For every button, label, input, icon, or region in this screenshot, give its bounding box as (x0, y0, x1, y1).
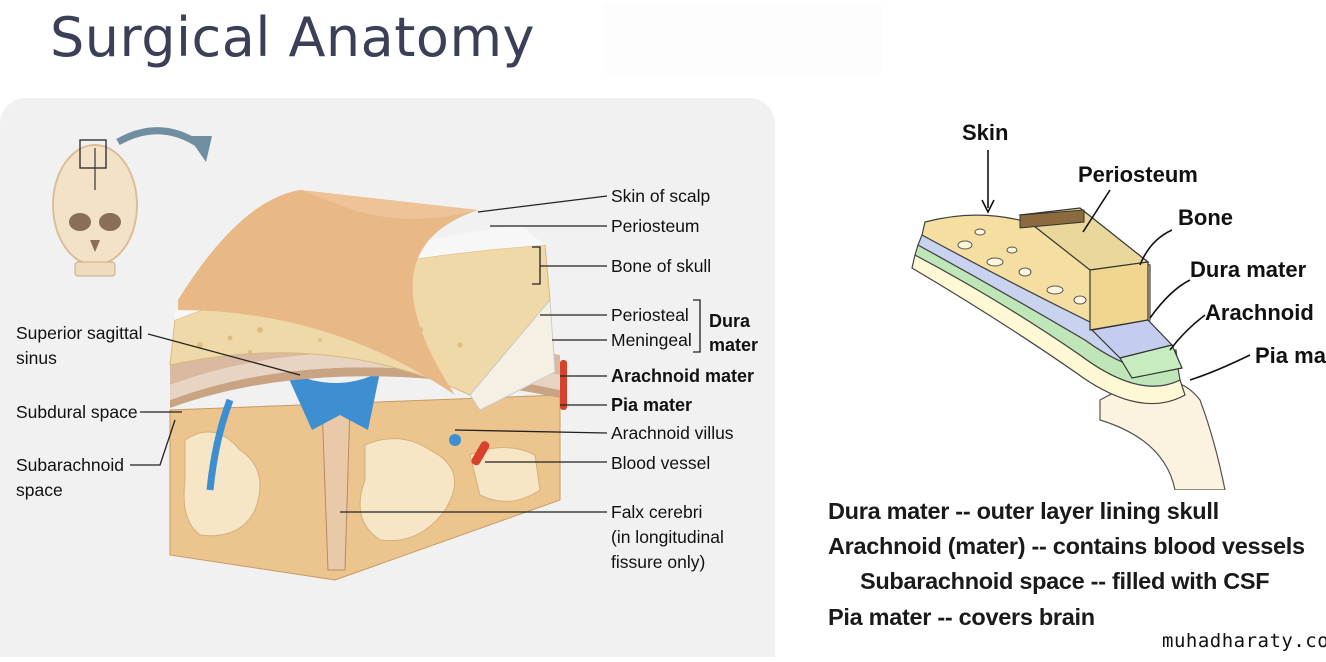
label-falx-cerebri: Falx cerebri (611, 502, 702, 522)
periosteum-layer (175, 225, 545, 320)
caption-arachnoid: Arachnoid (mater) -- contains blood vess… (828, 533, 1305, 559)
label-periosteal: Periosteal (611, 305, 689, 325)
meninges-diagram: Skin of scalp Periosteum Bone of skull P… (16, 127, 758, 581)
label-skin: Skin (962, 120, 1008, 145)
label-arachnoid-mater: Arachnoid mater (611, 366, 754, 386)
caption-pia: Pia mater -- covers brain (828, 604, 1095, 630)
label-skin-of-scalp: Skin of scalp (611, 186, 710, 206)
label-blood-vessel: Blood vessel (611, 453, 710, 473)
skull-icon (52, 139, 138, 277)
label-subarachnoid: Subarachnoid (16, 455, 124, 475)
label-periosteum: Periosteum (611, 216, 700, 236)
meninges-figure-panel: Skin of scalp Periosteum Bone of skull P… (0, 98, 775, 657)
arrow-icon (116, 127, 202, 148)
scalp-layer (178, 190, 478, 395)
label-pia-mater: Pia mater (611, 395, 692, 415)
label-mater: mater (709, 335, 758, 355)
layer-block-side (1089, 261, 1149, 331)
label-arachnoid: Arachnoid (1205, 300, 1314, 325)
blank-overlay (604, 4, 882, 74)
label-dura: Dura (709, 311, 751, 331)
label-meningeal: Meningeal (611, 330, 692, 350)
label-superior-sagittal: Superior sagittal (16, 323, 142, 343)
label-falx-line2: (in longitudinal (611, 527, 724, 547)
label-arachnoid-villus: Arachnoid villus (611, 423, 734, 443)
label-falx-line3: fissure only) (611, 552, 705, 572)
caption-dura: Dura mater -- outer layer lining skull (828, 498, 1219, 524)
label-dura-mater: Dura mater (1190, 257, 1307, 282)
layers-diagram: Skin Periosteum Bone Dura mater Arachnoi… (911, 120, 1326, 490)
watermark: muhadharaty.com (1162, 630, 1326, 652)
superior-sagittal-sinus (285, 370, 380, 430)
label-pia-mater-right: Pia ma (1255, 343, 1326, 368)
caption-subarachnoid: Subarachnoid space -- filled with CSF (860, 568, 1270, 594)
label-space: space (16, 480, 63, 500)
label-sinus: sinus (16, 348, 57, 368)
page-title: Surgical Anatomy (50, 6, 536, 69)
label-subdural-space: Subdural space (16, 402, 138, 422)
label-periosteum-right: Periosteum (1078, 162, 1198, 187)
label-bone-of-skull: Bone of skull (611, 256, 711, 276)
label-bone: Bone (1178, 205, 1233, 230)
